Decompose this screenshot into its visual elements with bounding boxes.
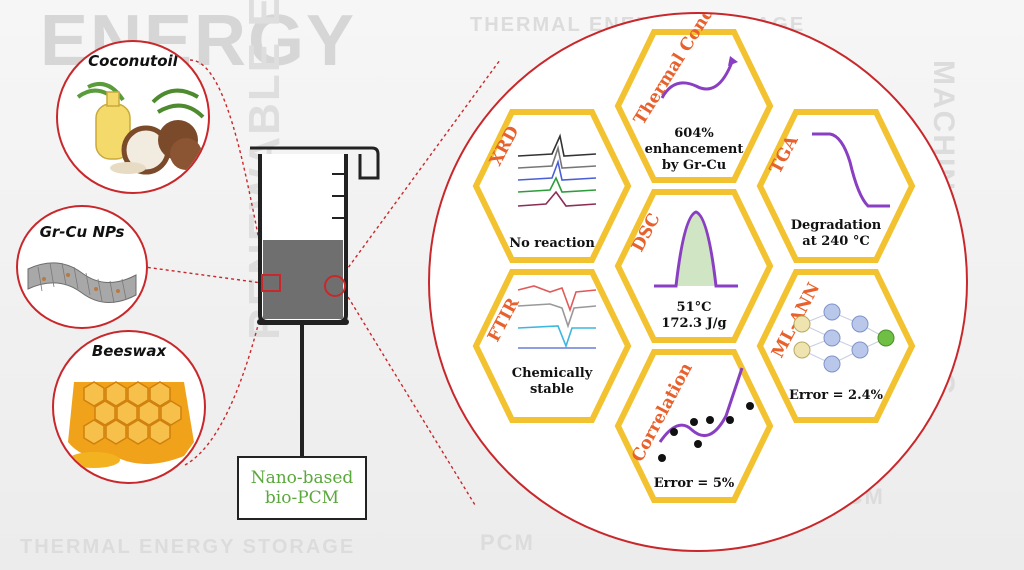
hex-ml-ann: ML-ANN Error = 2.4% (756, 266, 916, 426)
hex-dsc: DSC 51°C 172.3 J/g (614, 186, 774, 346)
product-box: Nano-based bio-PCM (237, 456, 367, 520)
hex-thermal-conductivity: Thermal Cond. 604% enhancement by Gr-Cu (614, 14, 774, 186)
ingredient-label: Gr-Cu NPs (39, 223, 125, 241)
hex-correlation: Correlation Error = 5% (614, 346, 774, 506)
product-line-1: Nano-based (250, 468, 354, 488)
caption-line: Degradation (790, 218, 882, 233)
hex-caption-tga: Degradation at 240 °C (756, 218, 916, 250)
ingredient-label: Coconutoil (88, 52, 178, 70)
hex-tga: TGA Degradation at 240 °C (756, 106, 916, 266)
bg-word-pcm-left: PCM (480, 530, 535, 555)
caption-line: at 240 °C (802, 234, 870, 249)
ingredient-gr-cu-nps: Gr-Cu NPs (16, 205, 148, 329)
neural-network-icon (793, 303, 895, 373)
xrd-peaks-icon (517, 133, 597, 207)
bg-word-thermal-bottom: THERMAL ENERGY STORAGE (20, 536, 356, 558)
hex-ftir: FTIR Chemically stable (472, 266, 632, 426)
tga-curve-icon (812, 132, 890, 208)
graphene-sheet-icon (27, 262, 137, 304)
ftir-spectra-icon (517, 285, 597, 349)
honeycomb-icon (68, 381, 194, 468)
hex-frame (756, 269, 916, 423)
hex-caption-xrd: No reaction (509, 236, 595, 251)
hex-caption-correlation: Error = 5% (653, 476, 735, 491)
caption-line: stable (529, 382, 575, 397)
ingredient-label: Beeswax (91, 342, 167, 360)
ingredient-beeswax: Beeswax (52, 330, 206, 484)
caption-line: 51°C (676, 300, 712, 315)
hex-frame (756, 109, 916, 263)
dsc-peak-icon (654, 210, 738, 288)
caption-line: by Gr-Cu (661, 158, 727, 173)
caption-line: 604% (674, 126, 714, 141)
characterization-circle: XRD No reaction Thermal Cond. 604% enhan… (428, 12, 968, 552)
hex-caption-ml-ann: Error = 2.4% (788, 388, 884, 403)
hex-caption-ftir: Chemically stable (472, 366, 632, 398)
beaker-illustration (250, 146, 380, 458)
ingredient-coconut-oil: Coconutoil (56, 40, 210, 194)
caption-line: 172.3 J/g (661, 316, 727, 331)
coconut-oil-icon (76, 82, 205, 175)
hex-frame (614, 29, 774, 183)
caption-line: Chemically (511, 366, 593, 381)
hex-caption-dsc: 51°C 172.3 J/g (614, 300, 774, 332)
thermal-curve-icon (660, 56, 738, 99)
hex-caption-thermal: 604% enhancement by Gr-Cu (614, 126, 774, 174)
hex-frame (472, 269, 632, 423)
hex-xrd: XRD No reaction (472, 106, 632, 266)
caption-line: enhancement (644, 142, 744, 157)
product-line-2: bio-PCM (264, 488, 340, 508)
correlation-fit-icon (658, 367, 754, 462)
